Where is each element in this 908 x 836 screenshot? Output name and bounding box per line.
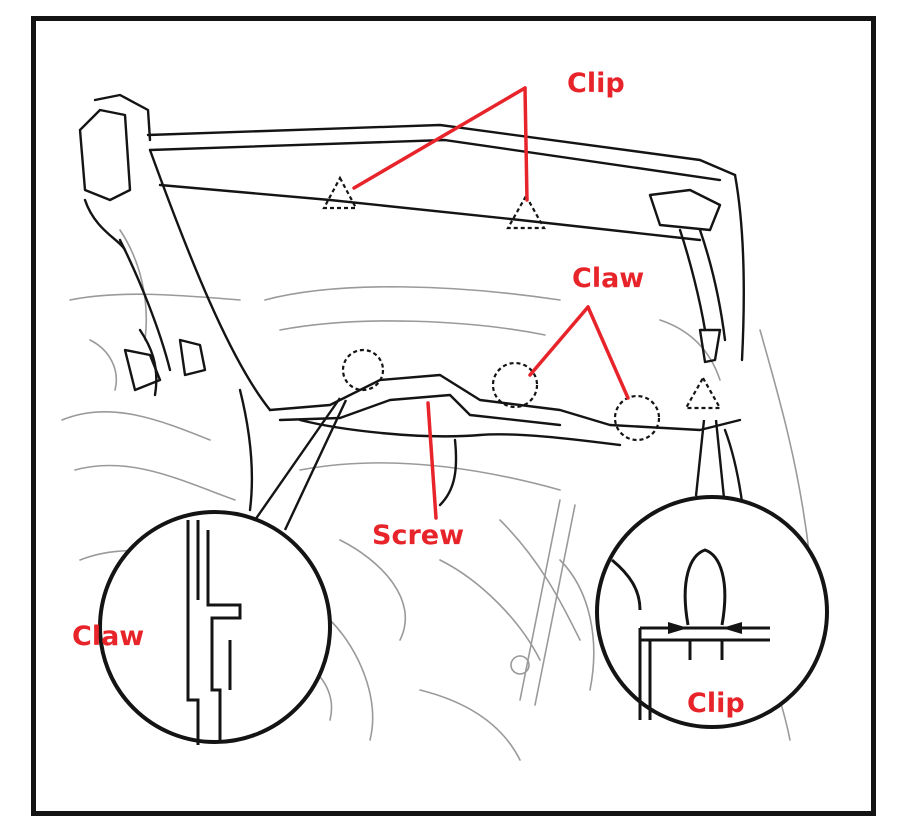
claw-marker-right <box>613 394 661 442</box>
clip-detail-circle <box>595 495 829 729</box>
claw-marker-center <box>491 361 539 409</box>
diagram-frame <box>31 16 876 816</box>
clip-marker-left <box>322 175 358 210</box>
clip-detail-label: Clip <box>687 688 745 719</box>
claw-detail-label: Claw <box>72 621 145 652</box>
clip-callout-label: Clip <box>567 68 625 99</box>
screw-callout-label: Screw <box>372 520 465 551</box>
detail-leaders <box>254 397 726 531</box>
claw-marker-left <box>341 348 385 392</box>
clip-marker-center <box>506 193 546 230</box>
trim-panel <box>78 93 750 562</box>
claw-callout-label: Claw <box>572 263 645 294</box>
claw-detail-circle <box>98 510 332 745</box>
callout-lines <box>352 86 630 520</box>
clip-marker-right <box>684 375 722 410</box>
